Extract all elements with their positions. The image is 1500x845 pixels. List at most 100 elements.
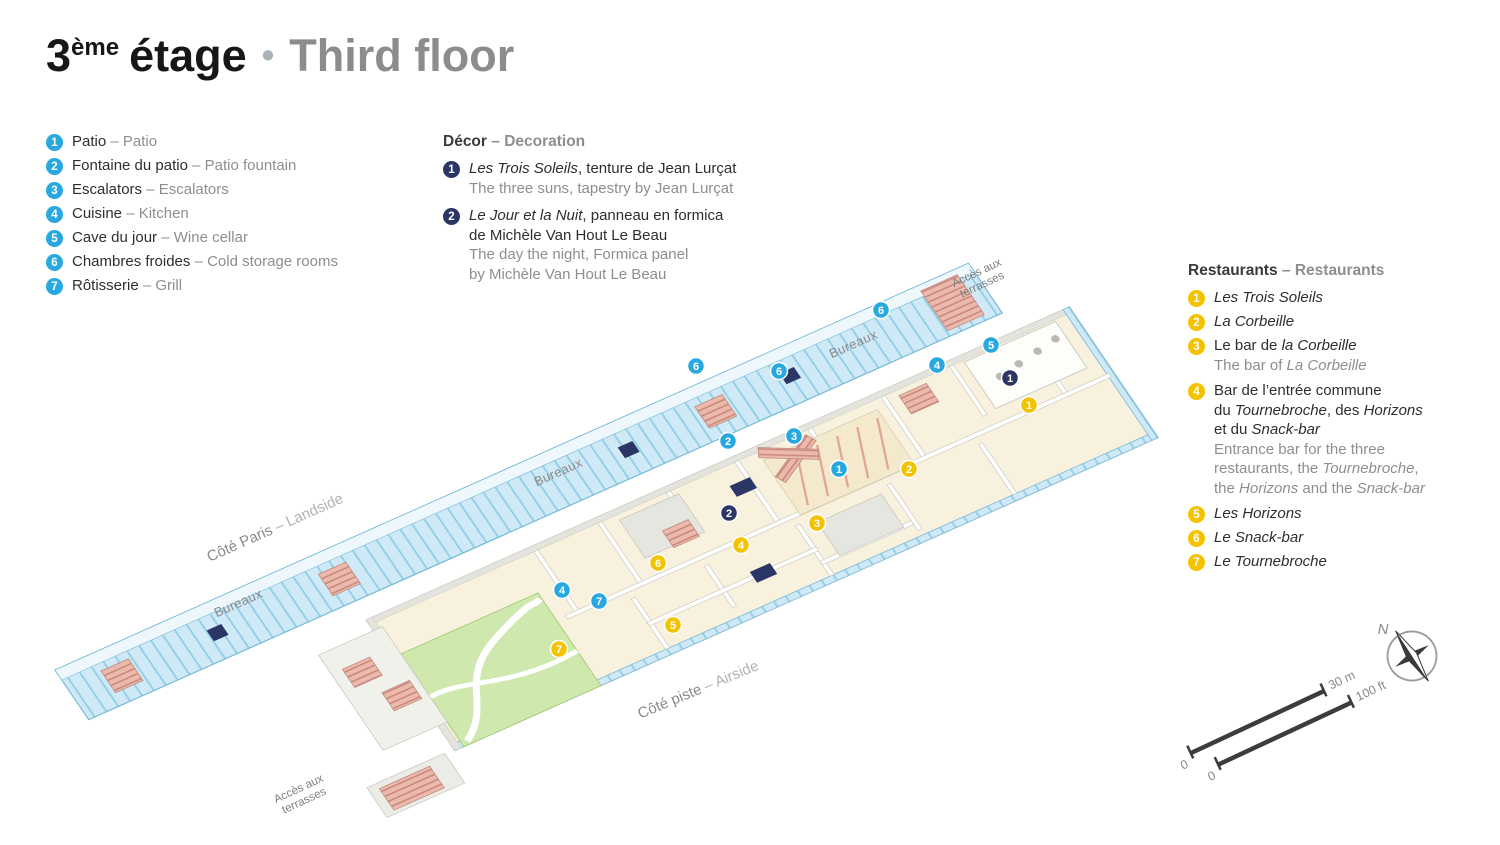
- restaurant-item-trois-soleils: 1 Les Trois Soleils: [1188, 289, 1478, 307]
- restaurant-badge-6: 6: [1188, 530, 1205, 547]
- marker-navy-2: 2: [719, 503, 739, 523]
- decor-item-tapestry: 1 Les Trois Soleils, tenture de Jean Lur…: [443, 160, 773, 199]
- facility-badge-2: 2: [46, 158, 63, 175]
- restaurant-badge-5: 5: [1188, 506, 1205, 523]
- legend-item-patio: 1 Patio – Patio: [46, 133, 338, 151]
- roof-block: [816, 493, 905, 557]
- marker-navy-1: 1: [1000, 368, 1020, 388]
- marker-yellow-7: 7: [549, 639, 569, 659]
- marker-blue-5: 5: [981, 335, 1001, 355]
- west-annex: [317, 626, 448, 751]
- svg-text:2: 2: [726, 508, 732, 520]
- svg-text:4: 4: [559, 585, 566, 597]
- svg-text:2: 2: [906, 464, 912, 476]
- facility-badge-4: 4: [46, 206, 63, 223]
- decor-item-formica-panel: 2 Le Jour et la Nuit, panneau en formica…: [443, 207, 773, 285]
- wing-stairs: [694, 394, 738, 429]
- wing-stairs: [317, 561, 361, 597]
- garden-path: [464, 597, 543, 743]
- marker-blue-6: 6: [686, 356, 706, 376]
- restaurants-legend: Restaurants – Restaurants 1 Les Trois So…: [1188, 262, 1478, 577]
- restaurant-badge-4: 4: [1188, 383, 1205, 400]
- marker-yellow-5: 5: [663, 615, 683, 635]
- svg-text:6: 6: [655, 558, 661, 570]
- marker-blue-6: 6: [769, 361, 789, 381]
- kiosk: [749, 563, 778, 583]
- scale-feet-label: 100 ft: [1354, 678, 1389, 704]
- decor-badge-1: 1: [443, 161, 460, 178]
- svg-text:1: 1: [836, 464, 842, 476]
- scale-metres-label: 30 m: [1326, 668, 1357, 692]
- wing-stairs: [100, 658, 144, 694]
- stairs: [381, 679, 423, 712]
- svg-text:6: 6: [776, 366, 782, 378]
- legend-item-kitchen: 4 Cuisine – Kitchen: [46, 205, 338, 223]
- escalator: [757, 447, 820, 460]
- terrace-access-stairs-ne: [920, 274, 985, 332]
- marker-yellow-6: 6: [648, 553, 668, 573]
- svg-text:6: 6: [693, 361, 699, 373]
- airside-label: Côté piste – Airside: [635, 657, 761, 722]
- svg-text:6: 6: [878, 305, 884, 317]
- marker-blue-6: 6: [871, 300, 891, 320]
- svg-text:4: 4: [934, 360, 941, 372]
- restaurant-item-horizons: 5 Les Horizons: [1188, 505, 1478, 523]
- restaurant-item-bar-corbeille: 3 Le bar de la Corbeille The bar of La C…: [1188, 337, 1478, 376]
- decor-heading: Décor – Decoration: [443, 133, 586, 150]
- building-group: [54, 262, 1159, 819]
- landside-office-wing: [54, 262, 1004, 721]
- restaurant-badge-3: 3: [1188, 338, 1205, 355]
- garden-path: [428, 648, 579, 700]
- legend-item-grill: 7 Rôtisserie – Grill: [46, 277, 338, 295]
- scale-bar: 0 30 m 0 100 ft: [1178, 668, 1389, 784]
- stairs: [898, 382, 940, 415]
- facility-badge-6: 6: [46, 254, 63, 271]
- restaurant-item-corbeille: 2 La Corbeille: [1188, 313, 1478, 331]
- stairs: [661, 519, 700, 549]
- terrace-access-label-sw: Accès aux terrasses: [272, 773, 328, 817]
- facilities-legend: 1 Patio – Patio 2 Fontaine du patio – Pa…: [46, 133, 338, 301]
- marker-blue-4: 4: [552, 580, 572, 600]
- marker-blue-4: 4: [927, 355, 947, 375]
- compass: N: [1378, 621, 1438, 682]
- scale-bar-metres: [1189, 688, 1326, 756]
- marker-yellow-3: 3: [807, 513, 827, 533]
- restaurant-badge-1: 1: [1188, 290, 1205, 307]
- restaurant-item-snack-bar: 6 Le Snack-bar: [1188, 529, 1478, 547]
- legend-item-escalators: 3 Escalators – Escalators: [46, 181, 338, 199]
- scale-bar-feet: [1217, 700, 1354, 767]
- airside-label-en: Airside: [712, 657, 761, 690]
- legend-item-fountain: 2 Fontaine du patio – Patio fountain: [46, 157, 338, 175]
- landside-label-en: Landside: [284, 490, 347, 530]
- restaurant-badge-7: 7: [1188, 554, 1205, 571]
- svg-text:7: 7: [556, 644, 562, 656]
- svg-text:2: 2: [725, 436, 731, 448]
- svg-text:7: 7: [596, 596, 602, 608]
- restaurants-heading: Restaurants – Restaurants: [1188, 262, 1385, 279]
- garden-patio: [400, 592, 602, 748]
- marker-blue-2: 2: [718, 431, 738, 451]
- legend-item-cold-storage: 6 Chambres froides – Cold storage rooms: [46, 253, 338, 271]
- svg-text:5: 5: [670, 620, 676, 632]
- main-terminal: [365, 306, 1159, 752]
- compass-north-label: N: [1378, 621, 1389, 638]
- marker-yellow-1: 1: [1019, 395, 1039, 415]
- svg-text:1: 1: [1007, 373, 1013, 385]
- facility-badge-7: 7: [46, 278, 63, 295]
- trois-soleils-room: [963, 321, 1088, 410]
- decor-badge-2: 2: [443, 208, 460, 225]
- svg-text:3: 3: [791, 431, 797, 443]
- facility-badge-1: 1: [46, 134, 63, 151]
- marker-yellow-4: 4: [731, 535, 751, 555]
- marker-blue-3: 3: [784, 426, 804, 446]
- marker-layer: 6 6 6 4 5 2 3 1 4 7 1 2 1 2 3 4 6 5 7: [549, 300, 1039, 659]
- legend-item-wine-cellar: 5 Cave du jour – Wine cellar: [46, 229, 338, 247]
- svg-text:4: 4: [738, 540, 745, 552]
- landside-label-fr: Côté Paris: [204, 522, 275, 566]
- marker-yellow-2: 2: [899, 459, 919, 479]
- restaurant-item-entrance-bar: 4 Bar de l’entrée commune du Tournebroch…: [1188, 382, 1478, 499]
